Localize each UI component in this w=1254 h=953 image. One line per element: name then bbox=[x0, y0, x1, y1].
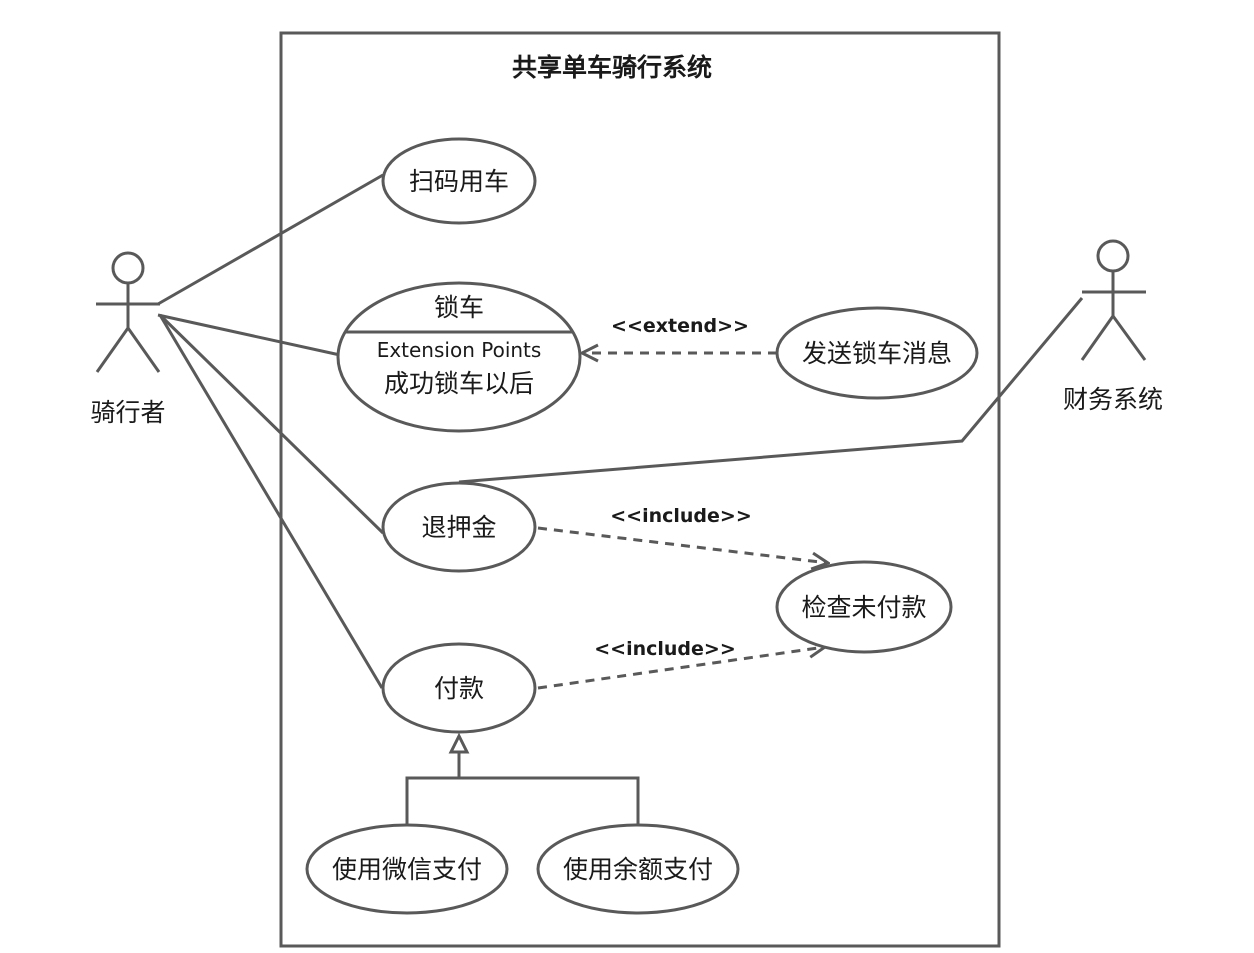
usecase-send-lock-message-label: 发送锁车消息 bbox=[802, 339, 952, 368]
actor-finance-leg-right bbox=[1111, 315, 1147, 361]
assoc-finance-refund bbox=[458, 297, 1084, 484]
usecase-check-unpaid[interactable] bbox=[775, 560, 953, 654]
include-label-refund: <<include>> bbox=[610, 505, 752, 527]
assoc-rider-pay bbox=[158, 314, 384, 689]
actor-rider-leg-left bbox=[95, 327, 130, 373]
include-arrow-pay bbox=[537, 647, 825, 690]
usecase-refund-deposit-label: 退押金 bbox=[421, 513, 496, 542]
usecase-send-lock-message[interactable] bbox=[775, 306, 979, 400]
usecase-pay-balance-label: 使用余额支付 bbox=[563, 855, 713, 884]
include-label-pay: <<include>> bbox=[594, 638, 736, 660]
usecase-lock-label: 锁车 bbox=[434, 293, 484, 322]
actor-rider-label: 骑行者 bbox=[90, 398, 165, 427]
actor-rider[interactable] bbox=[95, 251, 161, 373]
actor-finance-head bbox=[1096, 239, 1130, 273]
usecase-pay-wechat-label: 使用微信支付 bbox=[332, 855, 482, 884]
system-title: 共享单车骑行系统 bbox=[512, 53, 712, 82]
usecase-refund-deposit[interactable] bbox=[381, 481, 537, 573]
actor-rider-head bbox=[111, 251, 145, 285]
usecase-scan-to-ride[interactable] bbox=[381, 137, 537, 225]
usecase-lock-ext-point: 成功锁车以后 bbox=[384, 369, 534, 398]
assoc-rider-refund bbox=[158, 313, 385, 535]
usecase-pay[interactable] bbox=[381, 642, 537, 734]
actor-finance-label: 财务系统 bbox=[1063, 385, 1163, 414]
usecase-lock-ext-header: Extension Points bbox=[377, 338, 542, 362]
usecase-pay-wechat[interactable] bbox=[305, 823, 509, 915]
usecase-lock[interactable] bbox=[336, 281, 582, 433]
extend-label: <<extend>> bbox=[611, 315, 749, 337]
actor-finance-leg-left bbox=[1080, 315, 1115, 361]
actor-finance-system[interactable] bbox=[1080, 239, 1147, 361]
include-arrow-refund bbox=[537, 526, 828, 563]
assoc-rider-scan bbox=[157, 173, 384, 306]
usecase-check-unpaid-label: 检查未付款 bbox=[801, 593, 926, 622]
usecase-pay-balance[interactable] bbox=[536, 823, 740, 915]
generalization-triangle bbox=[448, 732, 470, 754]
generalization-lines bbox=[405, 776, 640, 829]
usecase-scan-label: 扫码用车 bbox=[409, 167, 509, 196]
actor-rider-leg-right bbox=[126, 327, 161, 373]
assoc-rider-lock bbox=[157, 313, 341, 357]
usecase-pay-label: 付款 bbox=[434, 674, 484, 703]
